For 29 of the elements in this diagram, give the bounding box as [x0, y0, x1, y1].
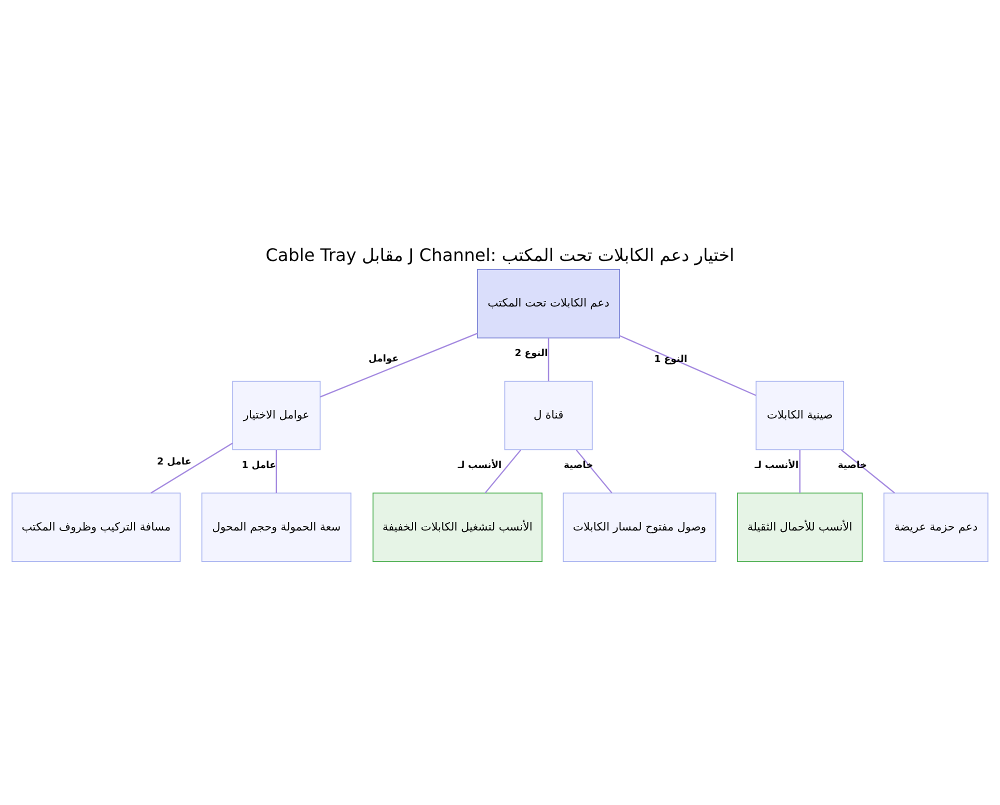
node-box: الأنسب للأحمال الثقيلة	[737, 492, 863, 562]
node-box: مسافة التركيب وظروف المكتب	[12, 492, 181, 562]
edge-label: الأنسب لـ	[458, 460, 502, 471]
connector	[799, 450, 801, 494]
edge-label: خاصية	[564, 460, 594, 471]
connector	[276, 450, 278, 494]
connector	[548, 338, 550, 382]
node-box: سعة الحمولة وحجم المحول	[201, 492, 352, 562]
edge-label: خاصية	[838, 460, 867, 471]
connector	[620, 335, 756, 396]
node-box: وصول مفتوح لمسار الكابلات	[562, 492, 716, 562]
node-box: دعم حزمة عريضة	[884, 492, 988, 562]
connector	[576, 450, 612, 494]
node-box: قناة ل	[504, 380, 593, 450]
edge-label: الأنسب لـ	[754, 460, 799, 471]
edge-label: عامل 2	[157, 456, 192, 468]
node-box: صينية الكابلات	[756, 380, 844, 450]
diagram-title: Cable Tray مقابل J Channel: اختيار دعم الكابلات تحت المكتب	[266, 246, 734, 266]
node-box: الأنسب لتشغيل الكابلات الخفيفة	[372, 492, 542, 562]
connector	[320, 332, 478, 398]
connector	[484, 450, 522, 494]
connector	[841, 449, 896, 494]
edge-label: عامل 1	[242, 460, 276, 471]
edge-label: عوامل	[368, 353, 399, 364]
node-box: عوامل الاختيار	[232, 380, 321, 450]
connector	[150, 442, 233, 494]
node-box: دعم الكابلات تحت المكتب	[477, 269, 620, 338]
edge-label: النوع 2	[514, 348, 548, 360]
edge-label: النوع 1	[654, 354, 688, 365]
